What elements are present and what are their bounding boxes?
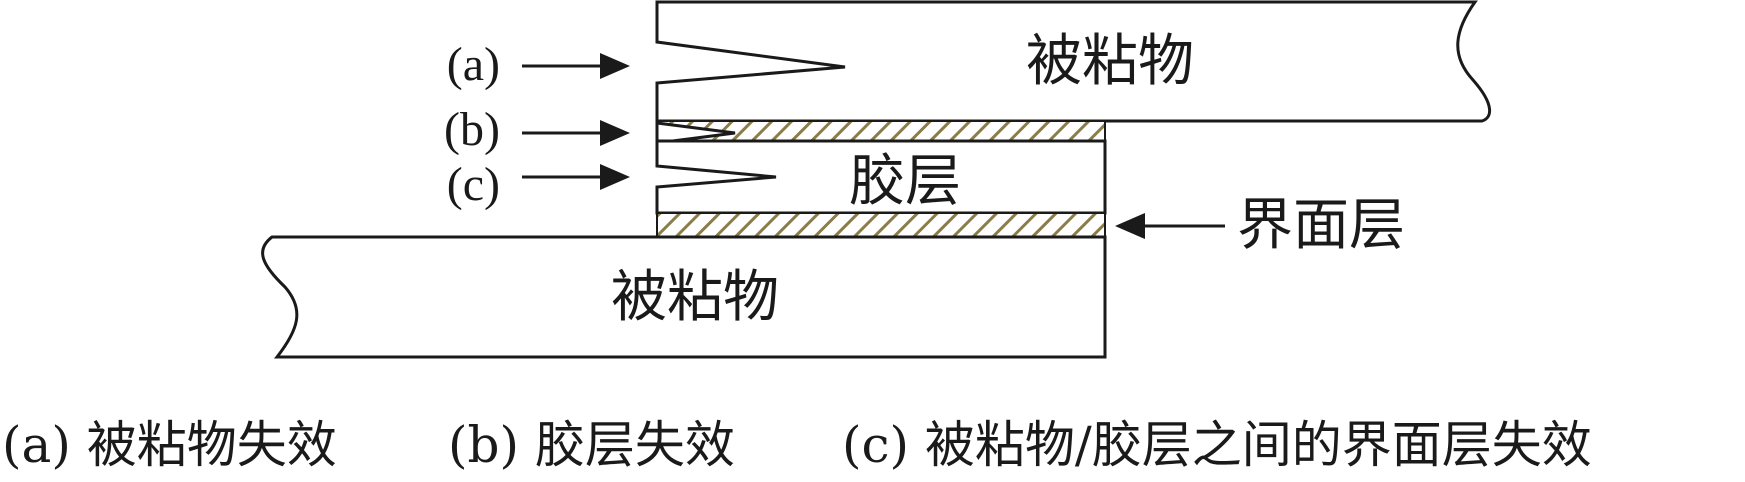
marker-c-label: (c) (447, 158, 500, 211)
marker-b-label: (b) (444, 103, 500, 156)
marker-b-arrow (522, 120, 630, 146)
top-adherend-label: 被粘物 (1026, 29, 1194, 94)
marker-a-label: (a) (447, 38, 500, 91)
interface-label: 界面层 (1237, 193, 1405, 258)
interface-layer-lower (656, 212, 1106, 238)
adhesive-layer (655, 139, 1107, 215)
caption-b: (b) 胶层失效 (448, 416, 735, 474)
marker-c-arrow (522, 164, 630, 190)
interface-arrow (1115, 213, 1225, 239)
marker-a-arrow (522, 53, 630, 79)
adhesive-label: 胶层 (849, 149, 961, 214)
caption-c: (c) 被粘物/胶层之间的界面层失效 (842, 416, 1592, 474)
bottom-adherend-label: 被粘物 (611, 265, 779, 330)
top-adherend (655, 0, 1491, 123)
crack-b (655, 121, 736, 145)
bottom-adherend (261, 235, 1107, 359)
caption-a: (a) 被粘物失效 (2, 416, 337, 474)
